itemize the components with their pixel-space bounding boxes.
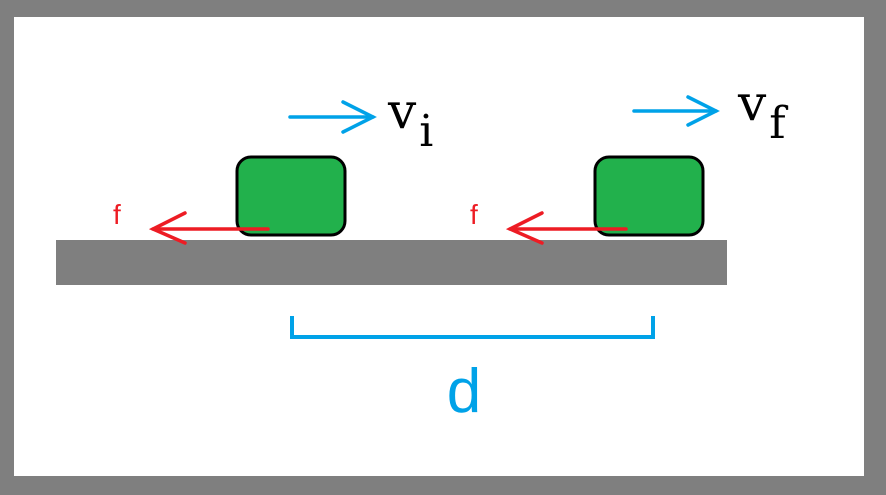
friction-label-left: f (113, 199, 121, 230)
block-initial (235, 155, 347, 237)
distance-label: d (447, 357, 481, 426)
friction-arrow-right (505, 211, 628, 245)
initial-velocity-label: vi (387, 82, 433, 157)
friction-arrow-left (148, 211, 270, 245)
velocity-arrow-final (632, 95, 720, 127)
ground-surface (56, 240, 727, 285)
distance-bracket (290, 316, 655, 339)
block-final (593, 155, 705, 237)
final-velocity-label: vf (737, 74, 788, 149)
velocity-arrow-initial (288, 100, 377, 134)
friction-label-right: f (470, 199, 478, 230)
